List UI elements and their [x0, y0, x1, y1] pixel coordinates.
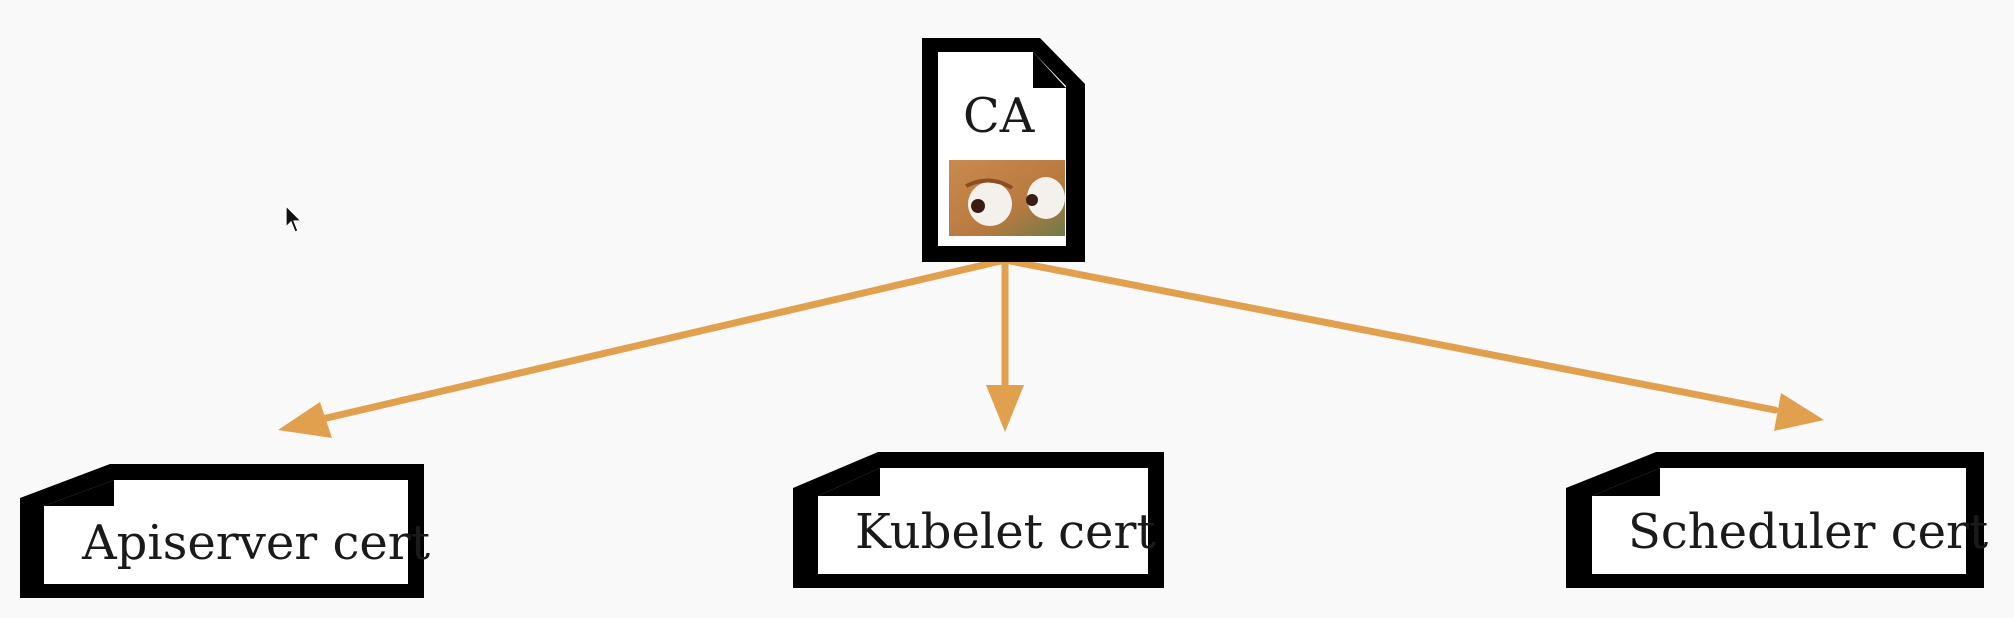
ca-document: CA	[922, 38, 1085, 262]
scheduler-cert-label: Scheduler cert	[1628, 504, 1988, 560]
kubelet-cert-label: Kubelet cert	[855, 504, 1156, 560]
scheduler-cert-document: Scheduler cert	[1566, 452, 1988, 588]
cartoon-eyes-image	[949, 160, 1065, 236]
arrow-ca-to-scheduler	[1001, 256, 1824, 431]
mouse-pointer-icon	[285, 205, 303, 233]
arrows	[278, 256, 1824, 438]
ca-label: CA	[963, 88, 1036, 144]
arrow-ca-to-apiserver	[278, 256, 1009, 438]
apiserver-cert-document: Apiserver cert	[20, 464, 430, 598]
apiserver-cert-label: Apiserver cert	[81, 515, 430, 571]
kubelet-cert-document: Kubelet cert	[793, 452, 1164, 588]
arrow-ca-to-kubelet	[986, 256, 1024, 432]
